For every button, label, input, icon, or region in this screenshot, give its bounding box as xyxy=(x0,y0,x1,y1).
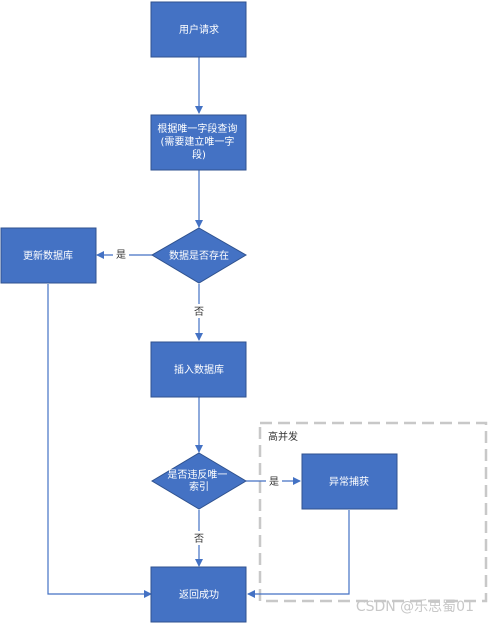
svg-text:数据是否存在: 数据是否存在 xyxy=(169,249,229,262)
svg-text:用户请求: 用户请求 xyxy=(179,23,219,36)
edge-exception-to-return xyxy=(247,510,350,598)
node-exception-catch: 异常捕获 xyxy=(301,453,398,510)
svg-text:异常捕获: 异常捕获 xyxy=(329,475,369,488)
high-concurrency-label: 高并发 xyxy=(268,430,298,443)
high-concurrency-group xyxy=(258,421,488,603)
csdn-watermark: CSDN @乐思蜀01 xyxy=(356,599,474,615)
return-success-text: 返回成功 xyxy=(179,589,219,601)
svg-text:插入数据库: 插入数据库 xyxy=(174,363,224,376)
insert-db-text: 插入数据库 xyxy=(174,363,224,376)
query-unique-text-line3: 段) xyxy=(192,148,206,161)
svg-text:更新数据库: 更新数据库 xyxy=(23,249,73,262)
update-db-text: 更新数据库 xyxy=(23,249,73,262)
node-return-success: 返回成功 xyxy=(150,566,247,623)
svg-text:返回成功: 返回成功 xyxy=(179,589,219,601)
node-violate-unique-index-decision: 是否违反唯一 索引 xyxy=(151,452,247,510)
node-query-unique-field: 根据唯一字段查询 (需要建立唯一字 段) xyxy=(150,114,247,171)
exception-catch-text: 异常捕获 xyxy=(329,475,369,488)
user-request-text: 用户请求 xyxy=(179,23,219,36)
node-insert-database: 插入数据库 xyxy=(150,341,247,398)
node-data-exists-decision: 数据是否存在 xyxy=(151,227,247,284)
svg-text:根据唯一字段查询 (需要建立唯一字: 根据唯一字段查询 (需要建立唯一字 段) xyxy=(157,122,240,161)
edge-label-no-return: 否 xyxy=(194,533,204,545)
edge-label-yes-exception: 是 xyxy=(269,476,279,488)
data-exists-text: 数据是否存在 xyxy=(169,249,229,262)
edge-update-to-return xyxy=(47,284,152,598)
svg-text:是否违反唯一 索引: 是否违反唯一 索引 xyxy=(167,469,230,493)
edge-label-no-insert: 否 xyxy=(194,306,204,318)
query-unique-text-line2: (需要建立唯一字 xyxy=(160,135,234,148)
violate-index-text-line1: 是否违反唯一 xyxy=(167,469,227,481)
edge-label-yes-update: 是 xyxy=(116,249,126,261)
node-user-request: 用户请求 xyxy=(150,1,247,58)
node-update-database: 更新数据库 xyxy=(0,227,97,284)
violate-index-text-line2: 索引 xyxy=(189,480,209,493)
query-unique-text-line1: 根据唯一字段查询 xyxy=(157,122,237,135)
